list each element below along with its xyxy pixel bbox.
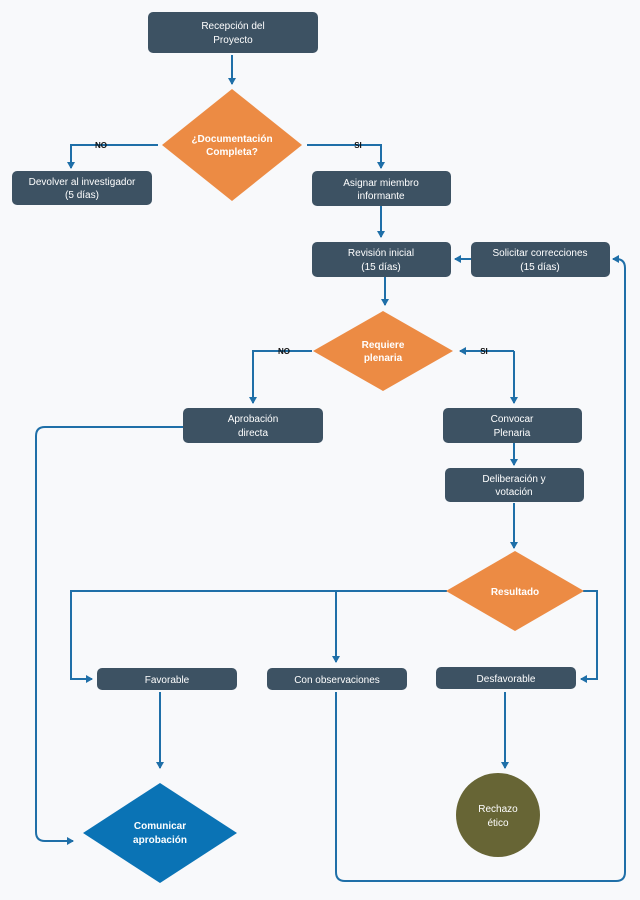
node-asignar-line1: Asignar miembro xyxy=(343,178,419,189)
node-convocar-line2: Plenaria xyxy=(494,428,531,439)
decision-documentacion-line1: ¿Documentación xyxy=(191,134,272,145)
terminal-rechazo: Rechazo ético xyxy=(456,773,540,857)
node-devolver-line1: Devolver al investigador xyxy=(29,177,136,188)
decision-comunicar-line1: Comunicar xyxy=(134,821,186,832)
node-desfavorable: Desfavorable xyxy=(436,667,576,689)
node-aprobacion-line1: Aprobación xyxy=(228,414,279,425)
edge-resultado-favorable xyxy=(70,590,447,683)
edge-label-doc-si: SI xyxy=(354,141,362,150)
node-asignar-line2: informante xyxy=(357,191,405,202)
decision-requiere-line1: Requiere xyxy=(362,340,405,351)
node-favorable-label: Favorable xyxy=(145,675,190,686)
node-devolver: Devolver al investigador (5 días) xyxy=(12,171,152,205)
node-convocar-line1: Convocar xyxy=(491,414,534,425)
node-asignar: Asignar miembro informante xyxy=(312,171,451,206)
decision-comunicar-line2: aprobación xyxy=(133,835,187,846)
edge-label-req-no: NO xyxy=(278,347,290,356)
terminal-rechazo-line1: Rechazo xyxy=(478,804,518,815)
edge-label-req-si: SI xyxy=(480,347,488,356)
node-convocar: Convocar Plenaria xyxy=(443,408,582,443)
node-revision-line2: (15 días) xyxy=(361,262,400,273)
node-observaciones-label: Con observaciones xyxy=(294,675,380,686)
node-recepcion: Recepción del Proyecto xyxy=(148,12,318,53)
node-deliberacion-line1: Deliberación y xyxy=(482,474,545,485)
connectors xyxy=(35,55,626,882)
node-devolver-line2: (5 días) xyxy=(65,190,99,201)
node-favorable: Favorable xyxy=(97,668,237,690)
node-solicitar-line2: (15 días) xyxy=(520,262,559,273)
edge-aprobacion-comunicar xyxy=(35,426,183,845)
edge-documentacion-devolver xyxy=(67,144,158,169)
edge-observaciones-solicitar xyxy=(335,255,626,882)
node-deliberacion-line2: votación xyxy=(495,487,532,498)
node-solicitar-line1: Solicitar correcciones xyxy=(492,248,587,259)
decision-comunicar: Comunicar aprobación xyxy=(83,783,237,883)
decision-documentacion-line2: Completa? xyxy=(206,147,258,158)
edge-documentacion-asignar xyxy=(307,144,385,169)
node-aprobacion-line2: directa xyxy=(238,428,268,439)
decision-resultado: Resultado xyxy=(446,551,584,631)
node-solicitar: Solicitar correcciones (15 días) xyxy=(471,242,610,277)
decision-requiere-line2: plenaria xyxy=(364,353,403,364)
decision-documentacion: ¿Documentación Completa? xyxy=(162,89,302,201)
edge-requiere-aprobacion xyxy=(249,350,312,404)
node-revision: Revisión inicial (15 días) xyxy=(312,242,451,277)
node-observaciones: Con observaciones xyxy=(267,668,407,690)
node-revision-line1: Revisión inicial xyxy=(348,248,414,259)
edge-resultado-desfavorable xyxy=(580,590,598,683)
decision-requiere: Requiere plenaria xyxy=(313,311,453,391)
edge-label-doc-no: NO xyxy=(95,141,107,150)
node-deliberacion: Deliberación y votación xyxy=(445,468,584,502)
node-desfavorable-label: Desfavorable xyxy=(477,674,536,685)
decision-resultado-label: Resultado xyxy=(491,587,539,598)
node-recepcion-line2: Proyecto xyxy=(213,35,253,46)
node-recepcion-line1: Recepción del xyxy=(201,21,264,32)
terminal-rechazo-line2: ético xyxy=(487,818,509,829)
node-aprobacion: Aprobación directa xyxy=(183,408,323,443)
